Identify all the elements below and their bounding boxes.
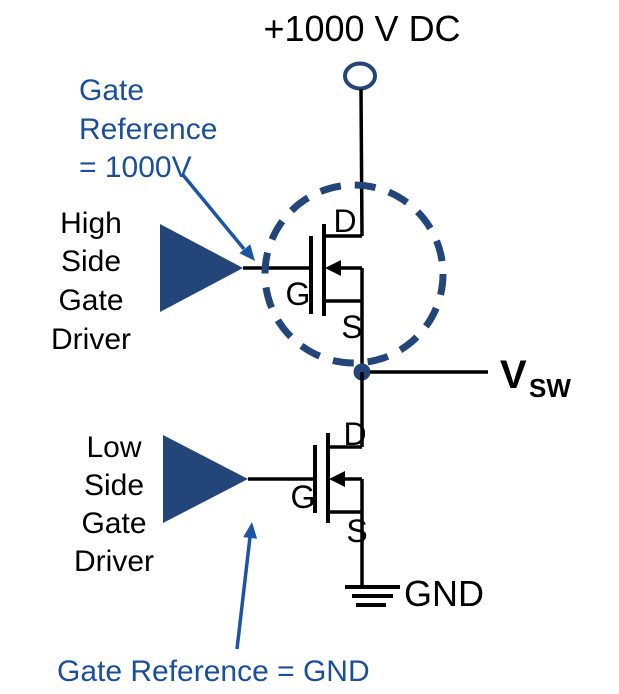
gate-reference-low-arrow bbox=[235, 522, 258, 650]
ls-drain-label: D bbox=[343, 416, 366, 452]
arrow-line bbox=[235, 536, 252, 650]
gate-reference-low-label: Gate Reference = GND bbox=[57, 655, 370, 688]
hs-driver-line1: High bbox=[60, 207, 122, 240]
supply-terminal-icon bbox=[343, 61, 377, 91]
ls-driver-line3: Gate bbox=[81, 507, 146, 540]
low-side-mosfet: D G S bbox=[248, 416, 368, 585]
ls-source-label: S bbox=[346, 513, 367, 549]
low-side-driver-label: Low Side Gate Driver bbox=[74, 431, 154, 578]
gate-reference-highlight-circle-icon bbox=[261, 181, 447, 367]
hs-driver-line2: Side bbox=[61, 245, 121, 278]
gate-reference-high-line3: = 1000V bbox=[79, 151, 192, 184]
hs-driver-line3: Gate bbox=[58, 284, 123, 317]
switch-node-label: V SW bbox=[500, 353, 571, 403]
vsw-subscript: SW bbox=[529, 373, 571, 403]
low-side-driver-triangle-icon bbox=[163, 435, 248, 523]
ground-symbol-icon bbox=[345, 585, 400, 607]
hs-source-label: S bbox=[341, 309, 362, 345]
hs-drain-label: D bbox=[333, 203, 356, 239]
high-side-driver-triangle-icon bbox=[160, 224, 243, 312]
gate-reference-high-line2: Reference bbox=[79, 113, 217, 146]
ls-driver-line2: Side bbox=[84, 469, 144, 502]
vsw-main: V bbox=[500, 353, 527, 397]
ls-driver-line4: Driver bbox=[74, 545, 154, 578]
high-side-mosfet: D G S bbox=[243, 203, 364, 372]
ground-label: GND bbox=[404, 573, 484, 614]
arrow-head-icon bbox=[243, 522, 258, 539]
supply-voltage-label: +1000 V DC bbox=[263, 8, 460, 49]
hs-body-arrow-icon bbox=[325, 260, 341, 276]
hs-gate-label: G bbox=[286, 276, 311, 312]
high-side-driver-label: High Side Gate Driver bbox=[51, 207, 131, 356]
gate-reference-high-arrow bbox=[181, 173, 255, 261]
hs-driver-line4: Driver bbox=[51, 323, 131, 356]
arrow-head-icon bbox=[239, 244, 255, 261]
ls-body-arrow-icon bbox=[329, 471, 345, 487]
ls-gate-label: G bbox=[291, 479, 316, 515]
ls-driver-line1: Low bbox=[86, 431, 141, 464]
gate-reference-high-line1: Gate bbox=[79, 74, 144, 107]
dc-rail-wire bbox=[359, 88, 364, 237]
arrow-line bbox=[181, 173, 246, 251]
gate-reference-high-label: Gate Reference = 1000V bbox=[79, 74, 217, 184]
